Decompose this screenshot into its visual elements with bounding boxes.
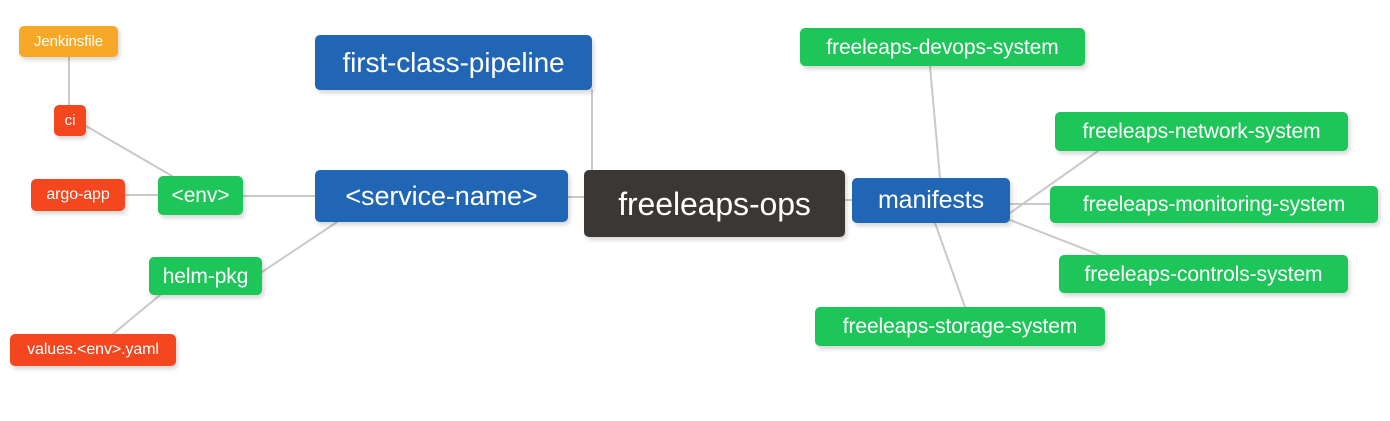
mindmap-node-jenkinsfile[interactable]: Jenkinsfile [19, 26, 118, 57]
node-label-helm-pkg: helm-pkg [162, 264, 249, 288]
node-label-jenkinsfile: Jenkinsfile [34, 33, 103, 50]
node-label-freeleaps-ops: freeleaps-ops [618, 185, 811, 222]
mindmap-node-first-class-pipeline[interactable]: first-class-pipeline [315, 35, 592, 90]
node-label-ci: ci [64, 112, 76, 129]
node-label-freeleaps-network-system: freeleaps-network-system [1082, 120, 1321, 143]
node-label-freeleaps-monitoring-system: freeleaps-monitoring-system [1082, 193, 1346, 216]
node-label-freeleaps-devops-system: freeleaps-devops-system [826, 35, 1059, 59]
node-label-freeleaps-storage-system: freeleaps-storage-system [842, 315, 1078, 338]
edge-helm-pkg-to-values-env-yaml [112, 294, 161, 335]
mindmap-node-manifests[interactable]: manifests [852, 178, 1010, 223]
mindmap-node-helm-pkg[interactable]: helm-pkg [149, 257, 262, 295]
mindmap-node-freeleaps-network-system[interactable]: freeleaps-network-system [1055, 112, 1348, 151]
edge-service-name-to-helm-pkg [261, 221, 338, 273]
node-label-first-class-pipeline: first-class-pipeline [342, 46, 565, 78]
mindmap-node-service-name[interactable]: <service-name> [315, 170, 568, 222]
mindmap-node-freeleaps-monitoring-system[interactable]: freeleaps-monitoring-system [1050, 186, 1378, 223]
mindmap-node-freeleaps-ops[interactable]: freeleaps-ops [584, 170, 845, 237]
node-label-values-env-yaml: values.<env>.yaml [27, 341, 159, 358]
mindmap-node-freeleaps-devops-system[interactable]: freeleaps-devops-system [800, 28, 1085, 66]
mindmap-node-argo-app[interactable]: argo-app [31, 179, 125, 211]
mindmap-node-freeleaps-controls-system[interactable]: freeleaps-controls-system [1059, 255, 1348, 293]
node-label-argo-app: argo-app [46, 186, 110, 203]
node-label-service-name: <service-name> [345, 180, 538, 211]
mindmap-node-freeleaps-storage-system[interactable]: freeleaps-storage-system [815, 307, 1105, 346]
mindmap-node-values-env-yaml[interactable]: values.<env>.yaml [10, 334, 176, 366]
node-label-manifests: manifests [877, 186, 985, 214]
node-label-freeleaps-controls-system: freeleaps-controls-system [1084, 262, 1323, 286]
edge-env-to-ci [85, 125, 173, 177]
edge-manifests-to-freeleaps-storage-system [934, 222, 966, 308]
mindmap-node-ci[interactable]: ci [54, 105, 86, 136]
edge-manifests-to-freeleaps-controls-system [1009, 219, 1101, 256]
mindmap-node-env[interactable]: <env> [158, 176, 243, 215]
node-label-env: <env> [171, 184, 230, 207]
edge-manifests-to-freeleaps-devops-system [929, 65, 941, 179]
